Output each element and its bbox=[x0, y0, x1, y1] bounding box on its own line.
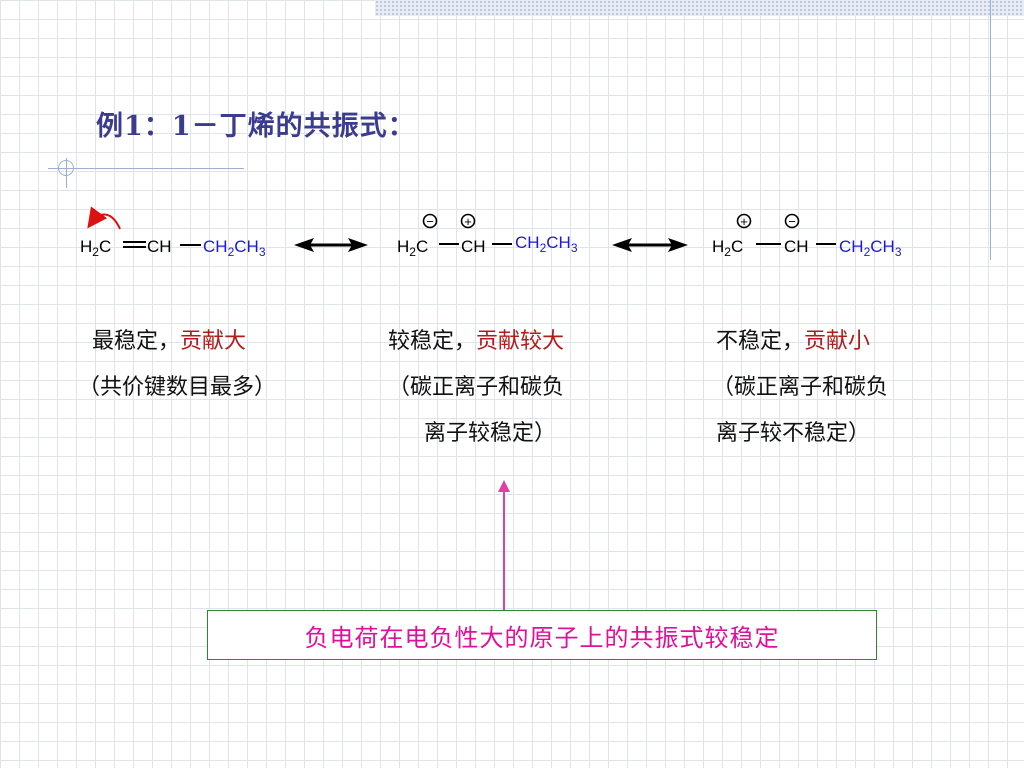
description-1-line2: （共价键数目最多） bbox=[78, 375, 277, 400]
struct3-h2c: H2C bbox=[712, 237, 743, 259]
struct2-ethyl: CH2CH3 bbox=[515, 233, 578, 255]
description-2-line3: 离子较稳定） bbox=[424, 421, 557, 446]
resonance-structures: H2C CH CH2CH3 − + H2C CH CH2CH3 + − H2C bbox=[80, 206, 902, 259]
plus-charge-icon bbox=[460, 213, 476, 229]
description-1: 最稳定，贡献大 （共价键数目最多） bbox=[78, 319, 276, 411]
description-3: 不稳定，贡献小 （碳正离子和碳负 离子较不稳定） bbox=[712, 319, 888, 457]
struct1-ch: CH bbox=[147, 237, 172, 256]
struct2-ch: CH bbox=[461, 237, 486, 256]
structure-3: + − H2C CH CH2CH3 bbox=[712, 213, 902, 259]
description-3-line1: 不稳定，贡献小 bbox=[716, 329, 871, 354]
electron-arrow-icon bbox=[87, 206, 121, 230]
structure-1: H2C CH CH2CH3 bbox=[80, 206, 266, 259]
callout-arrow-line bbox=[503, 488, 505, 610]
struct3-charge-right: − bbox=[788, 214, 796, 229]
resonance-arrow-icon bbox=[612, 238, 688, 252]
decorative-line-vertical bbox=[66, 158, 67, 188]
minus-charge-icon bbox=[784, 213, 800, 229]
struct3-ethyl: CH2CH3 bbox=[839, 237, 902, 259]
struct2-h2c: H2C bbox=[397, 237, 428, 259]
decorative-top-band bbox=[375, 0, 1024, 16]
structure-2: − + H2C CH CH2CH3 bbox=[397, 213, 578, 259]
description-2-line2: （碳正离子和碳负 bbox=[388, 375, 565, 400]
slide-title: 例1：1－丁烯的共振式： bbox=[96, 111, 416, 142]
description-2-line1: 较稳定，贡献较大 bbox=[388, 329, 565, 354]
description-2: 较稳定，贡献较大 （碳正离子和碳负 离子较稳定） bbox=[388, 319, 564, 457]
struct3-charge-left: + bbox=[740, 214, 748, 229]
description-3-line2: （碳正离子和碳负 bbox=[712, 375, 889, 400]
struct2-charge-right: + bbox=[464, 214, 472, 229]
struct3-ch: CH bbox=[784, 237, 809, 256]
decorative-line bbox=[48, 168, 244, 169]
conclusion-box: 负电荷在电负性大的原子上的共振式较稳定 bbox=[207, 610, 877, 660]
struct2-charge-left: − bbox=[426, 214, 434, 229]
resonance-arrow-icon bbox=[294, 238, 368, 252]
struct1-ethyl: CH2CH3 bbox=[203, 237, 266, 259]
decorative-right-line bbox=[990, 0, 991, 260]
callout-arrow-head bbox=[498, 480, 510, 492]
plus-charge-icon bbox=[736, 213, 752, 229]
struct1-h2c: H2C bbox=[80, 237, 111, 259]
description-1-line1: 最稳定，贡献大 bbox=[92, 329, 247, 354]
description-3-line3: 离子较不稳定） bbox=[716, 421, 871, 446]
minus-charge-icon bbox=[422, 213, 438, 229]
